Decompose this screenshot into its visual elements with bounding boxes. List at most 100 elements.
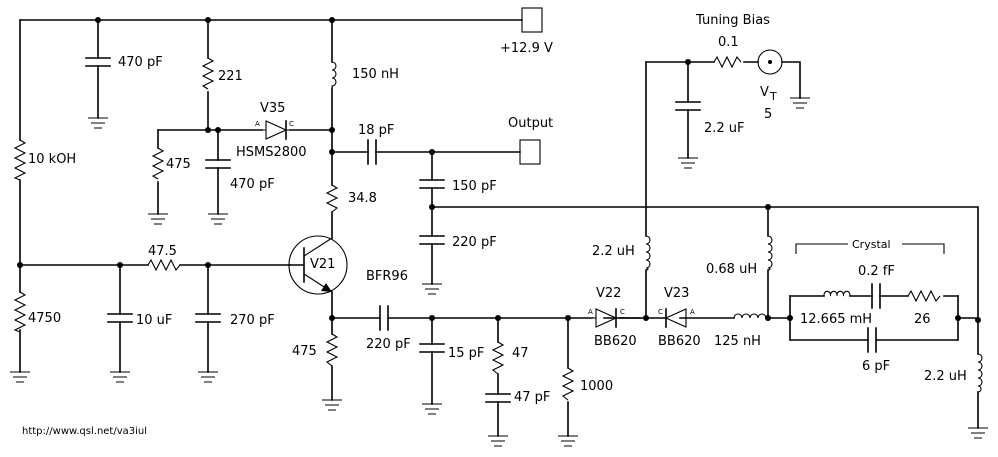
cap-470pf-supply (85, 57, 111, 67)
cap-220pf-emitter (379, 305, 389, 331)
terminals (519, 7, 543, 165)
ground-symbols (10, 97, 988, 447)
capacitors (85, 57, 881, 403)
res-475-emitter (325, 333, 339, 367)
labels: +12.9 V Output Tuning Bias 0.1 V T 5 470… (22, 13, 967, 437)
l068-label: 0.68 uH (706, 262, 757, 277)
res-1000 (561, 367, 575, 401)
c-270-label: 270 pF (230, 313, 275, 328)
crystal-bracket (795, 243, 945, 254)
l22b-label: 2.2 uH (924, 369, 967, 384)
l22a-label: 2.2 uH (592, 244, 635, 259)
vt-name-label: V (760, 85, 769, 100)
res-0-1 (713, 55, 742, 69)
wires (19, 19, 979, 437)
cap-2-2uf (675, 101, 701, 111)
inductors (331, 61, 983, 393)
diode-v23 (664, 308, 687, 328)
cap-0-2ff (871, 283, 881, 309)
c-supply-label: 470 pF (118, 55, 163, 70)
r475a-label: 475 (166, 157, 191, 172)
res-34-8 (325, 184, 339, 213)
c-v35-label: 470 pF (230, 177, 275, 192)
v22-pin-a: A (588, 308, 593, 316)
c-emit-label: 220 pF (366, 337, 411, 352)
vt-sub-label: T (769, 90, 777, 103)
c-out-label: 18 pF (358, 123, 394, 138)
r348-label: 34.8 (348, 191, 377, 206)
cap-10uf (107, 313, 133, 323)
v35-pin-c: C (289, 120, 294, 128)
cap-15pf (419, 343, 445, 353)
l12665-label: 12.665 mH (800, 312, 872, 327)
v35-pin-a: A (255, 120, 260, 128)
r26-label: 26 (914, 312, 931, 327)
c-crys-shunt-label: 6 pF (862, 359, 890, 374)
transistor-v21 (288, 235, 348, 295)
v23-ref-label: V23 (664, 286, 689, 301)
c-15-label: 15 pF (448, 346, 484, 361)
tuning-bias-title: Tuning Bias (695, 13, 770, 28)
cap-220pf (419, 235, 445, 245)
c-10u-label: 10 uF (136, 313, 172, 328)
transistor-ref-label: V21 (310, 257, 335, 272)
r475-label: 47.5 (148, 244, 177, 259)
v23-pin-a: A (690, 308, 695, 316)
r4750-label: 4750 (28, 311, 61, 326)
c-crys-series-label: 0.2 fF (858, 264, 895, 279)
r221-label: 221 (218, 69, 243, 84)
v23-pin-c: C (658, 308, 663, 316)
res-475-v35 (151, 147, 165, 180)
c-150-label: 150 pF (452, 179, 497, 194)
c-47-label: 47 pF (514, 390, 550, 405)
v35-part-label: HSMS2800 (236, 145, 307, 160)
junctions (17, 17, 981, 323)
ind-12-665mh (823, 290, 851, 297)
vt-value-label: 5 (764, 107, 772, 122)
diodes (262, 120, 687, 328)
cap-150pf (419, 179, 445, 189)
terminal-output (519, 139, 541, 165)
v23-part-label: BB620 (658, 334, 701, 349)
res-221 (201, 57, 215, 90)
resistors (13, 55, 941, 401)
v22-part-label: BB620 (594, 334, 637, 349)
res-10k (13, 139, 27, 181)
r1000-label: 1000 (580, 379, 613, 394)
cap-47pf (485, 393, 511, 403)
diode-v35 (262, 120, 290, 140)
transistor-part-label: BFR96 (366, 269, 408, 284)
ind-0-68uh (767, 235, 773, 271)
output-label: Output (508, 116, 553, 131)
cap-18pf (367, 139, 377, 165)
supply-label: +12.9 V (500, 41, 553, 56)
res-47-5 (147, 258, 181, 272)
c-tune-label: 2.2 uF (704, 121, 745, 136)
c-220-label: 220 pF (452, 235, 497, 250)
res-4750 (13, 291, 27, 333)
ind-2-2uh-b (977, 353, 983, 393)
voltage-source-vt (757, 49, 783, 75)
v22-pin-c: C (620, 308, 625, 316)
diode-v22 (592, 308, 641, 328)
r475e-label: 475 (292, 344, 317, 359)
ind-150nh (331, 61, 337, 89)
source-url: http://www.qsl.net/va3iul (22, 426, 147, 437)
r10k-label: 10 kOH (28, 152, 76, 167)
v22-ref-label: V22 (596, 286, 621, 301)
v35-ref-label: V35 (260, 101, 285, 116)
cap-470pf-v35 (205, 159, 231, 169)
l125-label: 125 nH (714, 334, 761, 349)
res-47 (491, 341, 505, 375)
crystal-label: Crystal (852, 238, 891, 251)
cap-6pf (867, 327, 877, 353)
l150n-label: 150 nH (352, 67, 399, 82)
ind-125nh (733, 313, 767, 319)
cap-270pf (195, 313, 221, 323)
terminal-supply (521, 7, 543, 33)
ind-2-2uh-a (645, 235, 651, 271)
r47-label: 47 (512, 346, 529, 361)
tuning-resistor-label: 0.1 (718, 35, 739, 50)
res-26 (907, 289, 941, 303)
